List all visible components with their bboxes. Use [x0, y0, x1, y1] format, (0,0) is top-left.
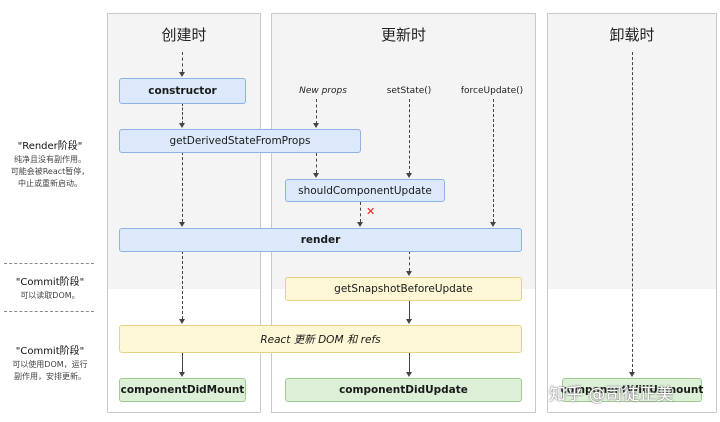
arrow-to-render-mount: [179, 222, 185, 227]
update-column-title: 更新时: [380, 26, 426, 44]
arrow-to-did-mount: [179, 372, 185, 377]
watermark-text: 知乎 @司徒正美: [549, 385, 674, 405]
commit-read-phase-title: "Commit阶段": [15, 277, 85, 288]
render-phase-desc-line-2: 可能会被React暂停，: [10, 167, 90, 176]
mount-column-title: 创建时: [161, 26, 207, 44]
connector-render-to-dom-mount: [182, 251, 183, 319]
arrow-set-state-to-should-update: [406, 173, 412, 178]
connector-force-update-to-render: [493, 99, 494, 222]
connector-derived-to-render-mount: [182, 152, 183, 222]
connector-unmount-title-to-will-unmount: [632, 52, 633, 372]
phase-separator-1: [4, 263, 94, 264]
render-phase-desc-line-3: 中止或重新启动。: [18, 179, 82, 188]
arrow-to-dom-update: [406, 319, 412, 324]
commit-read-phase-desc: 可以读取DOM。: [20, 291, 80, 300]
connector-title-to-constructor: [182, 52, 183, 72]
render-box: render: [119, 228, 522, 252]
commit-use-phase-desc-line-2: 副作用，安排更新。: [14, 372, 86, 381]
arrow-to-should-update: [313, 173, 319, 178]
arrow-to-derived-mount: [179, 123, 185, 128]
arrow-to-did-update: [406, 372, 412, 377]
component-will-unmount-box: componentWillUnmount: [561, 378, 703, 402]
trigger-force-update: forceUpdate(): [460, 86, 524, 96]
connector-snapshot-to-dom: [409, 300, 410, 319]
connector-set-state-to-should-update: [409, 99, 410, 174]
arrow-to-snapshot: [406, 271, 412, 276]
get-snapshot-before-update-box: getSnapshotBeforeUpdate: [285, 277, 522, 301]
connector-derived-to-should-update: [316, 153, 317, 173]
connector-dom-to-did-mount: [182, 352, 183, 372]
react-updates-dom-and-refs-box: React 更新 DOM 和 refs: [119, 325, 522, 353]
phase-separator-2: [4, 311, 94, 312]
commit-use-phase-title: "Commit阶段": [15, 346, 85, 357]
arrow-force-update-to-render: [490, 222, 496, 227]
cancel-icon: ✕: [366, 205, 376, 218]
connector-should-update-to-render: [360, 202, 361, 222]
arrow-to-will-unmount: [629, 372, 635, 377]
component-did-mount-box: componentDidMount: [119, 378, 246, 402]
render-phase-title: "Render阶段": [17, 141, 83, 152]
get-derived-state-from-props-box: getDerivedStateFromProps: [119, 129, 361, 153]
should-component-update-box: shouldComponentUpdate: [285, 179, 445, 202]
component-did-update-box: componentDidUpdate: [285, 378, 522, 402]
arrow-new-props-to-derived: [313, 123, 319, 128]
arrow-to-dom-mount: [179, 319, 185, 324]
connector-render-to-snapshot: [409, 251, 410, 271]
connector-new-props-to-derived: [316, 99, 317, 124]
unmount-column-title: 卸载时: [609, 26, 655, 44]
arrow-to-constructor: [179, 72, 185, 77]
constructor-box: constructor: [119, 78, 246, 104]
trigger-new-props: New props: [299, 86, 347, 96]
trigger-set-state: setState(): [386, 86, 432, 96]
connector-dom-to-did-update: [409, 352, 410, 372]
render-phase-desc-line-1: 纯净且没有副作用。: [14, 155, 86, 164]
connector-constructor-to-derived: [182, 103, 183, 124]
commit-use-phase-desc-line-1: 可以使用DOM，运行: [12, 360, 88, 369]
arrow-should-update-to-render: [357, 222, 363, 227]
update-column: [271, 13, 536, 413]
